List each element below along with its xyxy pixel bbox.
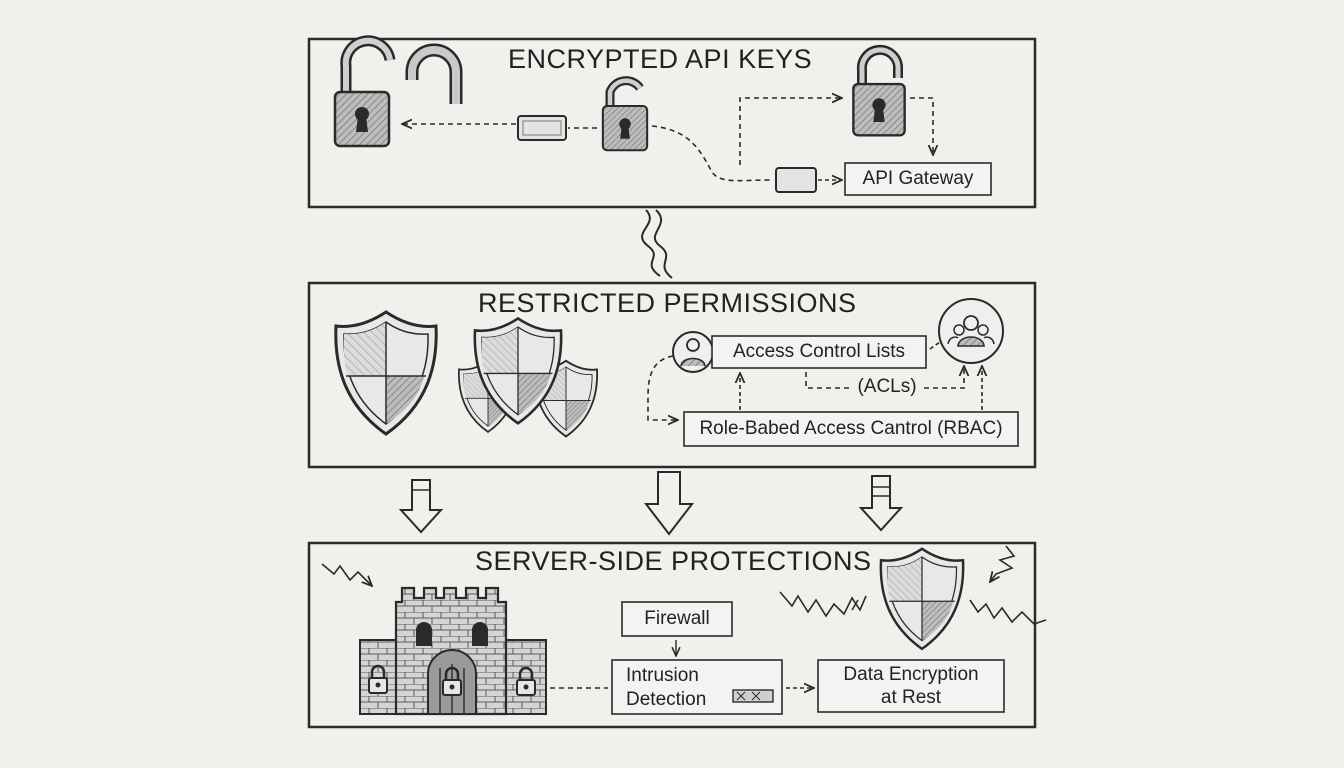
panel-encrypted-api-keys <box>307 35 1037 209</box>
open-padlock-large-icon <box>333 35 396 148</box>
encryption-at-rest-box <box>817 659 1005 713</box>
flow-arrow-user-to-rbac <box>647 355 678 420</box>
ids-chip-icon <box>732 689 774 703</box>
firewall-box <box>621 601 733 637</box>
flow-arrow-to-top-lock <box>739 98 842 165</box>
castle-icon <box>359 586 547 716</box>
firewall-label: Firewall <box>644 608 710 629</box>
encryption-label-line1: Data Encryption <box>843 664 979 685</box>
gateway-token-icon <box>775 167 817 193</box>
flow-line-acl-abbrev <box>805 372 850 389</box>
api-key-token-icon <box>517 115 567 141</box>
threat-lightning-left-icon <box>321 563 372 586</box>
threat-zigzag-left-icon <box>779 591 867 618</box>
flow-line-to-gateway <box>651 125 771 182</box>
intrusion-detection-box <box>611 659 783 715</box>
user-group-icon <box>938 298 1004 364</box>
encryption-label-line2: at Rest <box>880 687 942 708</box>
panel-server-side-protections <box>307 541 1047 729</box>
flow-line-acl-to-group <box>929 341 941 350</box>
flow-arrow-abbrev-to-group <box>924 366 964 389</box>
panel-restricted-permissions <box>307 281 1037 469</box>
user-avatar-icon <box>672 331 714 373</box>
acl-label: Access Control Lists <box>732 341 906 362</box>
restricted-panel-title: RESTRICTED PERMISSIONS <box>478 288 857 318</box>
api-gateway-box <box>844 162 992 196</box>
open-padlock-small-icon <box>601 76 649 152</box>
intrusion-label-line1: Intrusion <box>626 665 699 686</box>
detached-shackle-icon <box>405 43 463 104</box>
open-padlock-top-right-icon <box>852 44 906 137</box>
shield-large-icon <box>334 310 438 436</box>
acl-box <box>711 335 927 369</box>
acl-abbrev-label: (ACLs) <box>857 376 917 397</box>
intrusion-label-line2: Detection <box>626 689 707 710</box>
down-arrows <box>398 471 904 536</box>
encrypted-panel-title: ENCRYPTED API KEYS <box>508 44 813 74</box>
shield-server-icon <box>879 547 965 651</box>
threat-lightning-right-icon <box>990 545 1016 582</box>
server-panel-title: SERVER-SIDE PROTECTIONS <box>475 546 872 576</box>
flow-arrow-lock-to-gateway <box>910 97 933 155</box>
rbac-label: Role-Babed Access Cantrol (RBAC) <box>699 418 1003 439</box>
api-gateway-label: API Gateway <box>862 168 974 189</box>
rbac-box <box>683 411 1019 447</box>
threat-zigzag-right-icon <box>969 599 1047 625</box>
squiggle-connector <box>641 209 673 279</box>
